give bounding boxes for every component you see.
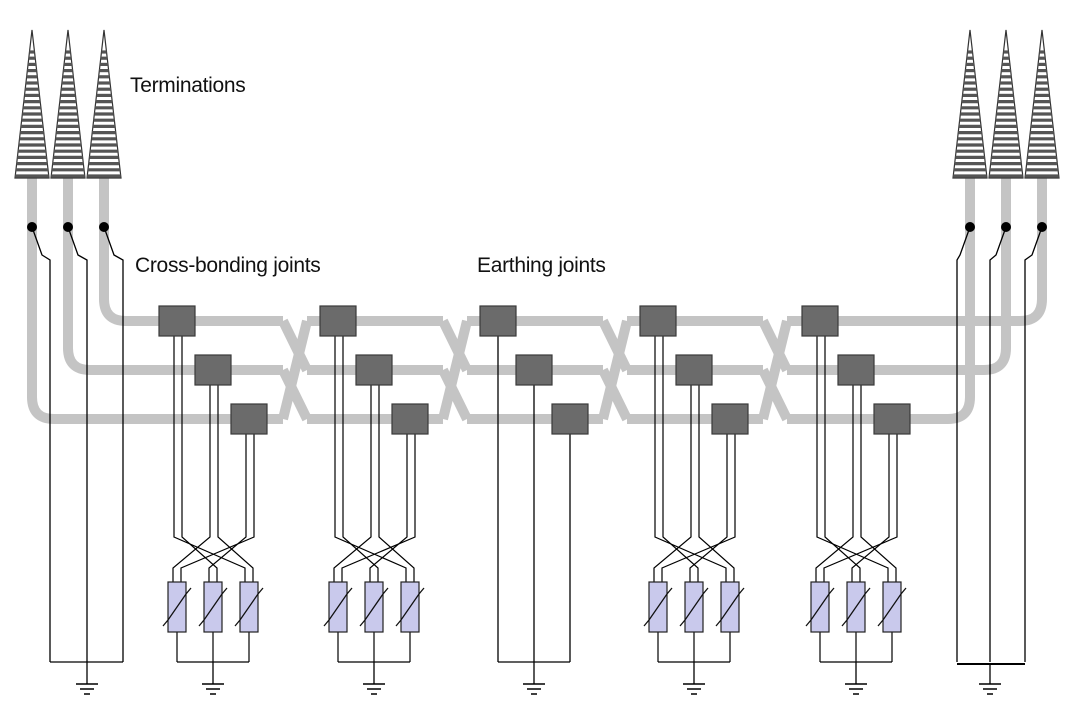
bonding-lead xyxy=(824,336,861,582)
cable-transposition xyxy=(278,319,312,421)
cross-bonding-joints-label: Cross-bonding joints xyxy=(135,254,321,277)
bonding-lead xyxy=(378,385,415,582)
svl-symbol-stroke xyxy=(715,587,745,627)
svl-symbol-stroke xyxy=(805,587,835,627)
termination-body xyxy=(14,29,50,179)
earthing-joint xyxy=(551,403,589,435)
cross-bonding-joint xyxy=(391,403,429,435)
termination-earth-wire xyxy=(31,226,51,662)
svl-symbol-stroke xyxy=(679,587,709,627)
cross-bonding-joint xyxy=(873,403,911,435)
bonding-lead xyxy=(654,336,727,582)
bonding-lead xyxy=(860,385,897,582)
bonding-lead xyxy=(172,385,211,582)
svl-symbol-stroke xyxy=(162,587,192,627)
surge-voltage-limiters xyxy=(162,581,907,633)
termination-body xyxy=(1024,29,1060,179)
cross-bonding-joint xyxy=(711,403,749,435)
earth-connections xyxy=(76,683,1001,695)
cable-transposition xyxy=(758,367,792,422)
bonding-lead xyxy=(173,336,246,582)
cable-right-bend xyxy=(935,170,1047,326)
cross-bonding-joint xyxy=(230,403,268,435)
termination-earth-wire xyxy=(1024,226,1043,662)
svl-symbol-stroke xyxy=(234,587,264,627)
bonding-lead xyxy=(208,434,247,582)
earthing-joints-label: Earthing joints xyxy=(477,254,606,277)
bonding-lead xyxy=(823,434,898,582)
termination-body xyxy=(50,29,86,179)
cross-bonding-joint xyxy=(194,354,232,386)
cable-transposition xyxy=(598,319,632,421)
cable-transposition xyxy=(598,367,632,422)
bonding-lead xyxy=(341,434,416,582)
cable-right-bend xyxy=(935,170,975,424)
bonding-lead xyxy=(661,434,736,582)
cross-bonding-joint xyxy=(158,305,196,337)
cable-transposition xyxy=(278,318,312,373)
cross-bonding-joint xyxy=(639,305,677,337)
bonding-lead xyxy=(217,385,254,582)
cable-transposition xyxy=(438,367,472,422)
earthing-joint xyxy=(479,305,517,337)
bonding-lead xyxy=(653,385,692,582)
bonding-lead xyxy=(662,336,699,582)
svl-symbol-stroke xyxy=(877,587,907,627)
svl-symbol-stroke xyxy=(198,587,228,627)
cable-transposition xyxy=(278,367,312,422)
cross-bonding-joint xyxy=(355,354,393,386)
bonding-lead xyxy=(815,385,854,582)
svl-symbol-stroke xyxy=(323,587,353,627)
termination-body xyxy=(988,29,1024,179)
cable-transposition xyxy=(758,319,792,421)
sheath-bonding-wires xyxy=(31,226,1043,684)
bonding-lead xyxy=(333,385,372,582)
bonding-lead xyxy=(369,434,408,582)
cable-transposition xyxy=(598,318,632,373)
cross-bonding-joint xyxy=(675,354,713,386)
bonding-lead xyxy=(698,385,735,582)
bonding-lead xyxy=(851,434,890,582)
svl-symbol-stroke xyxy=(359,587,389,627)
termination-earth-wire xyxy=(103,226,124,662)
bonding-lead xyxy=(180,434,255,582)
cable-transposition xyxy=(438,319,472,421)
joints-group xyxy=(158,305,911,435)
cross-bonding-joint xyxy=(319,305,357,337)
termination-earth-wire xyxy=(989,226,1007,662)
cable-left-bend xyxy=(27,170,124,424)
cable-right-bend xyxy=(935,170,1011,375)
cross-bonding-joint xyxy=(801,305,839,337)
earthing-joint xyxy=(515,354,553,386)
terminations-label: Terminations xyxy=(130,74,246,97)
cross-bonding-joint xyxy=(837,354,875,386)
bonding-lead xyxy=(816,336,889,582)
bonding-lead xyxy=(689,434,728,582)
bonding-lead xyxy=(342,336,379,582)
bonding-lead xyxy=(181,336,218,582)
termination-body xyxy=(86,29,122,179)
termination-earth-wire xyxy=(67,226,88,662)
bonding-lead xyxy=(334,336,407,582)
svl-symbol-stroke xyxy=(643,587,673,627)
termination-body xyxy=(952,29,988,179)
cable-left-bend xyxy=(63,170,124,375)
svl-symbol-stroke xyxy=(395,587,425,627)
svl-symbol-stroke xyxy=(841,587,871,627)
terminations-group xyxy=(14,29,1060,232)
cable-transposition xyxy=(758,318,792,373)
cable-transposition xyxy=(438,318,472,373)
termination-earth-wire xyxy=(956,226,971,662)
